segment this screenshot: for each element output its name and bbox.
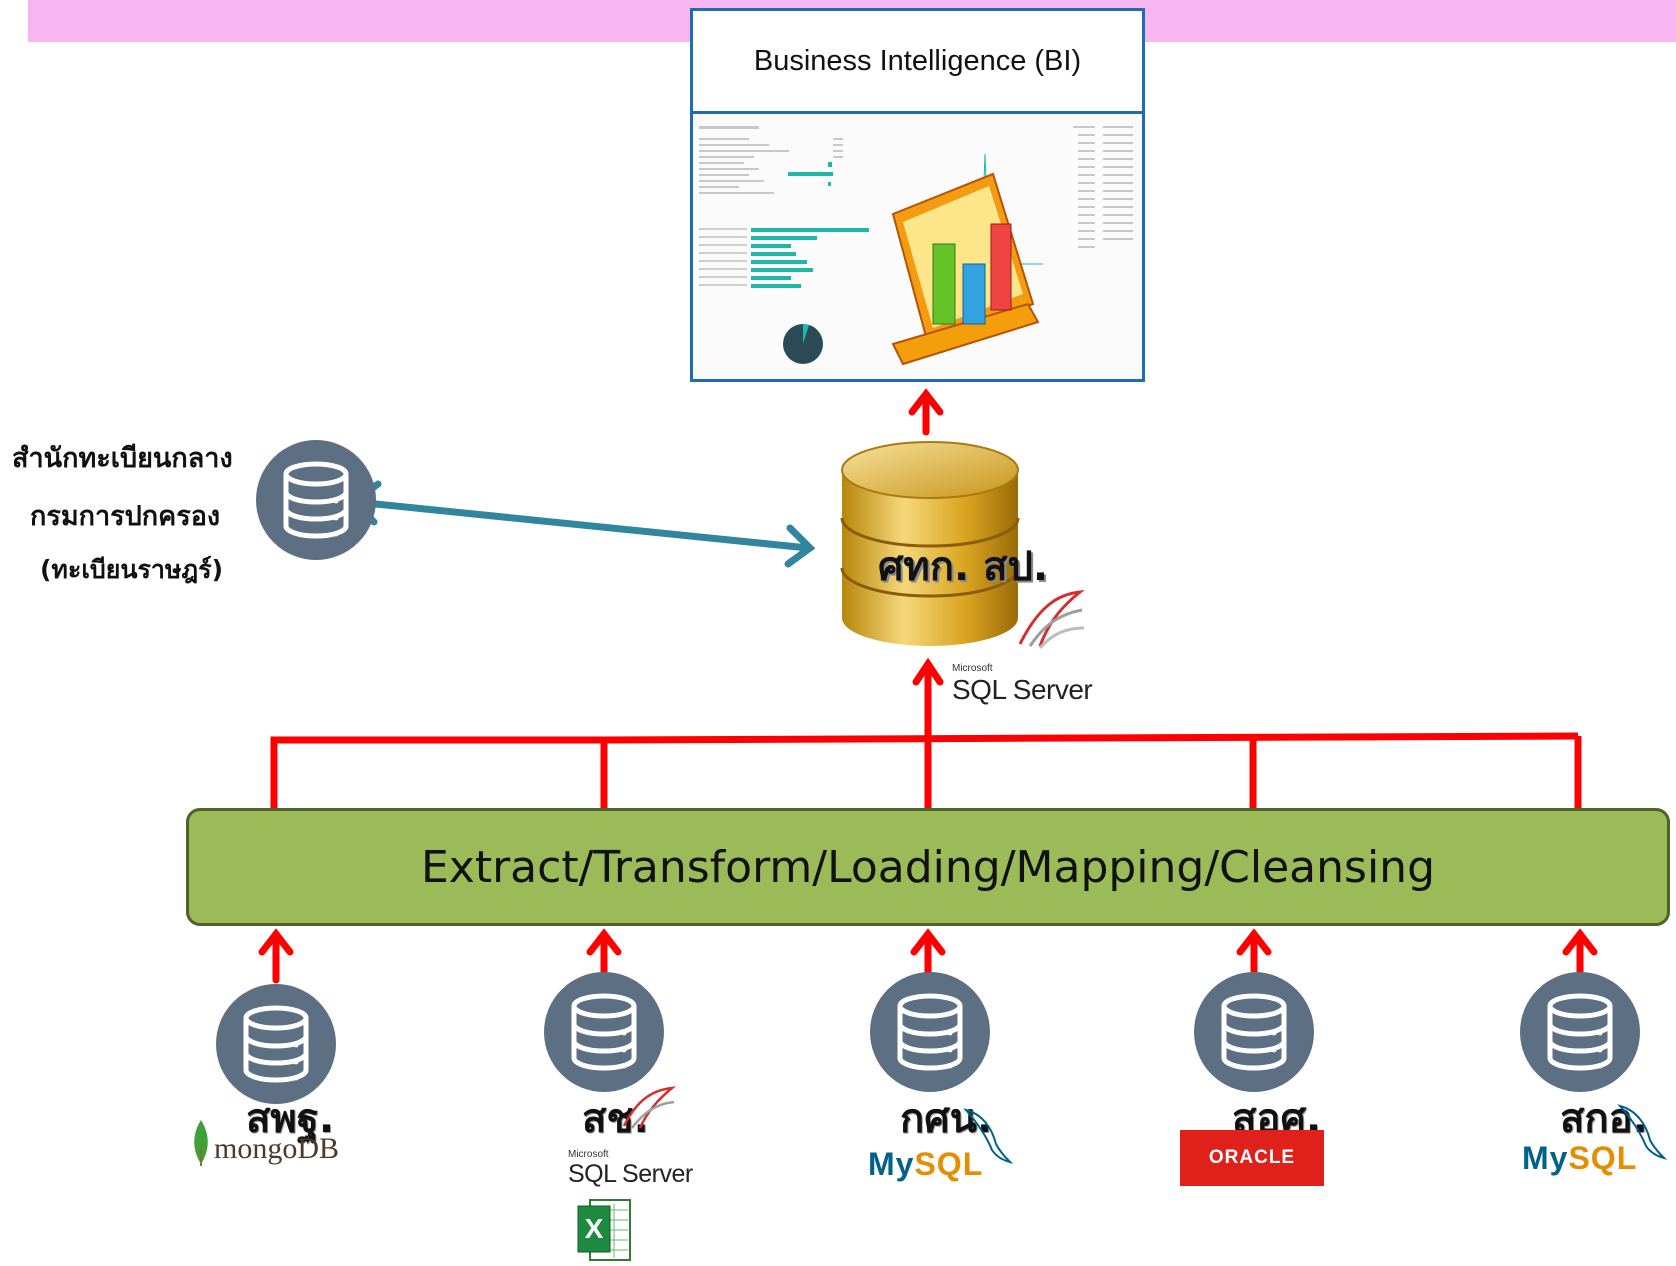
sql-server-icon — [1018, 590, 1085, 649]
excel-file-icon: X — [577, 1199, 631, 1261]
bi-title-box: Business Intelligence (BI) — [690, 8, 1145, 114]
sql-server-text: SQL Server — [952, 674, 1093, 705]
source-db-5 — [1520, 972, 1640, 1096]
dashboard-illustration — [699, 126, 1133, 366]
oracle-logo: ORACLE — [1180, 1130, 1324, 1186]
database-icon — [216, 984, 336, 1104]
mysql-my-text: My — [868, 1146, 915, 1182]
source-label-5: สกอ. — [1560, 1096, 1648, 1142]
sql-server-wordmark-center: Microsoft SQL Server — [952, 663, 1093, 706]
mongodb-wordmark: mongoDB — [214, 1132, 340, 1165]
etl-process-bar: Extract/Transform/Loading/Mapping/Cleans… — [186, 808, 1670, 926]
mysql-dolphin-icon-5 — [1616, 1100, 1668, 1164]
mongodb-logo: mongoDB — [192, 1118, 339, 1166]
mongodb-leaf-icon — [194, 1120, 208, 1166]
microsoft-text: Microsoft — [568, 1149, 609, 1160]
source-db-3 — [870, 972, 990, 1096]
central-database-label: ศทก. สป. — [878, 544, 1049, 590]
sync-arrow — [348, 480, 816, 568]
source-db-4 — [1194, 972, 1314, 1096]
database-icon — [870, 972, 990, 1092]
arrow-to-center-db — [912, 657, 944, 744]
dolphin-icon — [963, 1108, 1014, 1164]
mysql-my-text: My — [1522, 1140, 1569, 1176]
external-line2: กรมการปกครอง — [30, 501, 221, 532]
dolphin-icon — [1617, 1104, 1668, 1160]
gold-database-icon — [840, 441, 1020, 646]
microsoft-text: Microsoft — [952, 663, 993, 674]
mysql-dolphin-icon-3 — [962, 1104, 1014, 1168]
source-label-1: สพฐ. — [246, 1096, 335, 1142]
bi-dashboard-thumbnail — [690, 114, 1145, 382]
source-arrows — [258, 928, 1598, 984]
source-db-2 — [544, 972, 664, 1096]
mysql-sql-text: SQL — [914, 1146, 984, 1182]
sql-server-icon — [622, 1086, 676, 1129]
mysql-sql-text: SQL — [1568, 1140, 1638, 1176]
chart-clipart-icon — [891, 172, 1040, 366]
source-db-1 — [216, 984, 336, 1108]
central-database — [840, 440, 1020, 650]
database-icon — [1194, 972, 1314, 1092]
oracle-wordmark: ORACLE — [1208, 1147, 1296, 1168]
mysql-logo-5: MySQL — [1522, 1140, 1637, 1177]
sql-server-logo-2 — [618, 1082, 678, 1136]
excel-icon: X — [576, 1196, 632, 1266]
external-database — [256, 440, 376, 560]
svg-text:X: X — [585, 1213, 604, 1244]
sql-server-wordmark-2: Microsoft SQL Server — [568, 1150, 693, 1189]
external-line3: (ทะเบียนราษฎร์) — [40, 555, 224, 584]
external-line1: สำนักทะเบียนกลาง — [12, 443, 233, 474]
database-icon — [1520, 972, 1640, 1092]
source-label-3: กศน. — [900, 1096, 993, 1142]
arrow-to-bi — [908, 388, 944, 436]
sql-server-text: SQL Server — [568, 1160, 693, 1188]
database-icon — [544, 972, 664, 1092]
database-icon — [256, 440, 376, 560]
sql-server-logo-center — [1010, 584, 1090, 658]
mysql-logo-3: MySQL — [868, 1146, 983, 1183]
etl-label: Extract/Transform/Loading/Mapping/Cleans… — [421, 841, 1435, 893]
bi-title: Business Intelligence (BI) — [753, 44, 1082, 77]
etl-output-bus — [270, 732, 1582, 808]
